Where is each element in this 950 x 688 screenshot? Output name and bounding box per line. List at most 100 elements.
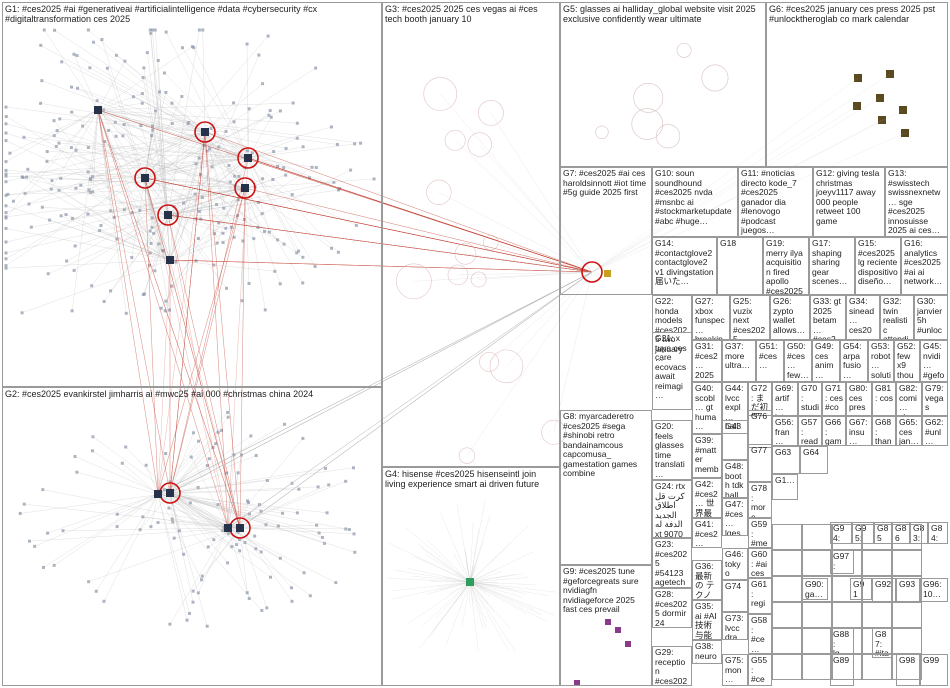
edge — [72, 187, 246, 219]
node — [372, 177, 376, 181]
group-box-g39: G39: #matter memb… allian… — [692, 434, 722, 478]
node — [316, 485, 320, 489]
group-label-g70: G70: studio — [801, 383, 819, 415]
node — [182, 552, 186, 556]
node — [615, 627, 621, 633]
node — [156, 58, 160, 62]
node — [189, 455, 193, 459]
node — [354, 223, 358, 227]
edge — [7, 187, 246, 195]
edge — [247, 157, 270, 233]
edge — [227, 527, 336, 583]
edge — [110, 214, 169, 292]
edge — [47, 493, 159, 534]
group-box-g49: G49: ces anim… — [812, 340, 840, 382]
group-label-g46: G46: tokyo syst… car… — [725, 549, 744, 579]
group-label-g80: G80: ces pres… — [849, 383, 868, 415]
edge — [199, 157, 249, 212]
edge — [144, 177, 278, 241]
edge — [239, 187, 246, 529]
node — [149, 134, 153, 138]
edge — [93, 42, 206, 133]
node — [199, 173, 203, 177]
node — [42, 28, 46, 32]
edge — [247, 157, 278, 167]
edge — [108, 130, 249, 159]
group-box-g17: G17: shaping sharing gear scenes… — [809, 237, 855, 295]
node — [301, 255, 305, 259]
edge — [204, 131, 224, 209]
edge — [144, 177, 241, 529]
edge — [244, 178, 375, 189]
node — [40, 205, 44, 209]
node — [232, 235, 236, 239]
node — [302, 571, 306, 575]
group-label-g14: G14: #contactglove2 contactglove2 v1 div… — [655, 238, 716, 286]
group-label-g8: G8: myarcaderetro #ces2025 #sega #shinob… — [563, 411, 640, 478]
node — [224, 130, 228, 134]
edge — [169, 131, 206, 494]
edge — [490, 242, 593, 273]
edge — [171, 103, 246, 189]
group-box-g23: G23: #ces2025 #54123 agetech… 10 expo… — [652, 538, 692, 588]
edge — [233, 121, 249, 159]
node — [123, 59, 127, 63]
group-label-g95: G95: تو… — [855, 523, 870, 543]
node — [150, 216, 154, 220]
group-box-g71: G71: ces #con… — [822, 382, 846, 416]
group-label-g12: G12: giving tesla christmas joeyv1117 aw… — [816, 168, 882, 226]
group-box-g59: G59: #me… #pr… — [748, 518, 772, 548]
group-box-minor — [802, 576, 832, 602]
hub-ring — [234, 177, 256, 199]
edge — [66, 157, 249, 262]
node — [214, 442, 218, 446]
node — [45, 150, 49, 154]
node-outline — [395, 263, 432, 300]
edge — [227, 271, 593, 529]
node — [191, 600, 195, 604]
node — [114, 134, 118, 138]
edge — [114, 187, 246, 218]
node — [307, 176, 311, 180]
node — [175, 214, 179, 218]
group-label-g2: G2: #ces2025 evankirstel jimharris ai #m… — [5, 389, 314, 399]
group-box-g5: G5: glasses ai halliday_global website v… — [560, 2, 766, 167]
node — [290, 599, 294, 603]
edge — [419, 581, 471, 649]
node — [86, 212, 90, 216]
edge — [488, 271, 593, 363]
group-label-g36: G36: 最新の テクノロ ジーと… — [695, 561, 715, 600]
group-box-g28: G28: #ces2025 dormir 24 benjami… — [652, 588, 692, 628]
edge — [239, 502, 249, 529]
node — [193, 192, 197, 196]
edge — [156, 491, 229, 529]
edge — [24, 503, 241, 529]
edge — [167, 214, 241, 529]
edge — [430, 580, 471, 583]
edge — [456, 503, 471, 583]
group-label-g42: G42: #ces2… 世界最 大級の… — [695, 479, 718, 518]
group-box-g26: G26: zypto wallet allows… — [770, 295, 810, 340]
group-box-g37: G37: more ultra… — [722, 340, 756, 382]
node — [200, 574, 204, 578]
edge — [469, 521, 474, 583]
node — [57, 188, 61, 192]
edge — [89, 67, 206, 133]
node — [170, 101, 174, 105]
edge — [247, 157, 317, 168]
node — [194, 162, 198, 166]
group-box-minor — [802, 602, 832, 628]
group-label-g72: G72: まだ初 期段… — [751, 383, 769, 415]
node — [211, 445, 215, 449]
edge — [5, 109, 99, 219]
node — [4, 257, 8, 261]
edge — [208, 527, 241, 548]
edge — [88, 527, 241, 582]
edge — [144, 163, 197, 179]
group-box-g96: G96: 10… — [920, 578, 948, 602]
node — [106, 128, 110, 132]
edge — [469, 499, 486, 583]
edge — [80, 185, 171, 261]
node — [26, 167, 30, 171]
group-label-g15: G15: #ces2025 lg reciente dispositivo di… — [858, 238, 901, 286]
